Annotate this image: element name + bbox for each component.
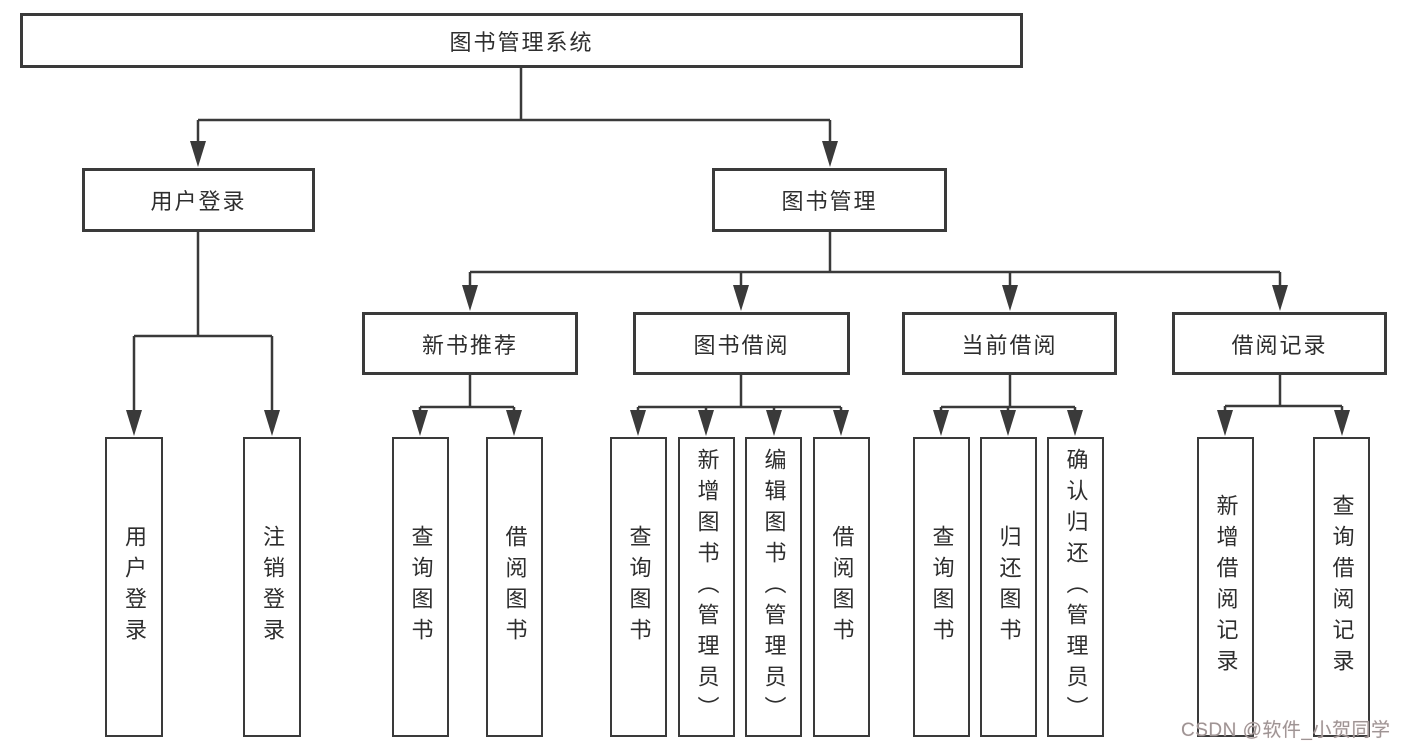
node-book-borrow: 图书借阅	[633, 312, 850, 375]
node-current-borrow: 当前借阅	[902, 312, 1117, 375]
leaf-edit-book-admin: 编辑图书（管理员）	[745, 437, 802, 737]
node-user-login: 用户登录	[82, 168, 315, 232]
node-book-management: 图书管理	[712, 168, 947, 232]
leaf-borrow-book-newrec: 借阅图书	[486, 437, 543, 737]
node-root-library-management-system: 图书管理系统	[20, 13, 1023, 68]
leaf-confirm-return-admin: 确认归还（管理员）	[1047, 437, 1104, 737]
leaf-query-book-current: 查询图书	[913, 437, 970, 737]
leaf-query-book-borrow: 查询图书	[610, 437, 667, 737]
leaf-query-borrow-record: 查询借阅记录	[1313, 437, 1370, 737]
leaf-query-book-newrec: 查询图书	[392, 437, 449, 737]
leaf-logout-login: 注销登录	[243, 437, 301, 737]
leaf-return-book: 归还图书	[980, 437, 1037, 737]
node-new-book-recommend: 新书推荐	[362, 312, 578, 375]
leaf-add-borrow-record: 新增借阅记录	[1197, 437, 1254, 737]
leaf-add-book-admin: 新增图书（管理员）	[678, 437, 735, 737]
leaf-borrow-book: 借阅图书	[813, 437, 870, 737]
leaf-user-login: 用户登录	[105, 437, 163, 737]
node-borrow-record: 借阅记录	[1172, 312, 1387, 375]
csdn-watermark: CSDN @软件_小贺同学	[1181, 720, 1391, 741]
